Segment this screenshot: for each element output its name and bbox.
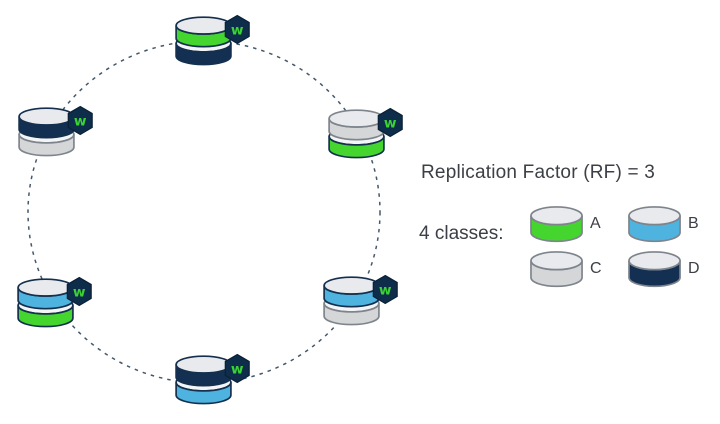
legend-item-c: C: [529, 250, 627, 288]
badge-glyph: w: [379, 283, 392, 299]
database-stack-icon: w: [18, 105, 93, 157]
hexagon-badge-icon: w: [67, 105, 93, 136]
database-stack-icon: w: [175, 353, 250, 405]
hexagon-badge-icon: w: [224, 353, 250, 384]
database-stack-icon: w: [175, 14, 250, 66]
legend: A B C D: [529, 205, 720, 289]
legend-label: C: [590, 260, 602, 278]
hexagon-badge-icon: w: [66, 276, 92, 307]
badge-glyph: w: [74, 114, 87, 130]
ring-node-lower-right: w: [322, 274, 400, 330]
legend-item-a: A: [529, 205, 627, 243]
database-stack-icon: w: [328, 107, 403, 159]
database-icon: [530, 251, 583, 288]
database-icon: [628, 206, 681, 243]
legend-item-b: B: [627, 205, 720, 243]
database-icon: [628, 251, 681, 288]
hexagon-badge-icon: w: [224, 14, 250, 45]
badge-glyph: w: [231, 362, 244, 378]
database-icon: [530, 206, 583, 243]
ring-node-lower-left: w: [16, 276, 94, 332]
badge-glyph: w: [384, 116, 397, 132]
badge-glyph: w: [73, 285, 86, 301]
ring-node-bottom: w: [174, 353, 252, 409]
ring-node-upper-right: w: [327, 107, 405, 163]
database-stack-icon: w: [17, 276, 92, 328]
legend-label: A: [590, 215, 601, 233]
classes-count-label: 4 classes:: [419, 223, 504, 244]
legend-label: B: [688, 215, 699, 233]
replication-factor-label: Replication Factor (RF) = 3: [421, 162, 656, 183]
legend-label: D: [688, 260, 700, 278]
ring-node-top: w: [174, 14, 252, 70]
legend-item-d: D: [627, 250, 720, 288]
badge-glyph: w: [231, 23, 244, 39]
hexagon-badge-icon: w: [372, 274, 398, 305]
ring-node-upper-left: w: [17, 105, 95, 161]
database-stack-icon: w: [323, 274, 398, 326]
hexagon-badge-icon: w: [377, 107, 403, 138]
